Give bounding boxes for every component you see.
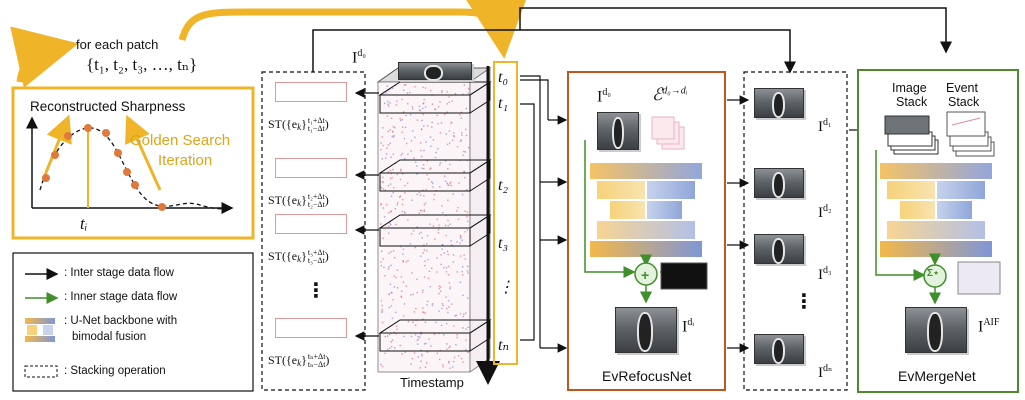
iteration-label: Iteration [158,152,213,169]
event-stack-panel [261,71,366,391]
stack-label-2: Id₂ [818,203,832,221]
refocus-unet [590,163,702,257]
top-connector-2 [519,7,952,54]
event-slab-3 [275,214,347,234]
merge-inner-flow [875,150,941,305]
stack-image-n [754,334,804,365]
sharpness-points [42,124,166,211]
legend-inter-label: : Inter stage data flow [64,267,174,279]
slice-arrows [354,88,379,341]
evmergenet-title: EvMergeNet [898,368,976,384]
merge-output-label: IAIF [978,317,1000,336]
timestamp-label-5: tₙ [498,337,509,354]
refocus-input-image [597,112,639,150]
timestamp-label-4: ⋮ [498,279,514,296]
image-stack-label-2: Stack [896,95,928,109]
legend-stacking-label: : Stacking operation [64,365,166,377]
sharpness-curve [39,127,231,210]
timestamps-box [493,61,518,365]
merge-op-symbol: Σ⋆ [927,268,940,279]
legend-inner-label: : Inner stage data flow [64,291,178,303]
golden-arrow-top [178,0,529,59]
merge-weight-map [957,261,1001,295]
legend-unet-label-2: bimodal fusion [72,331,147,343]
merge-event-stack [946,111,995,157]
stack-image-1 [754,88,804,119]
image-stack-panel [743,71,848,391]
merge-op-node [923,264,947,288]
refocus-event-label: ℰd₀→dᵢ [652,85,688,104]
event-stack-label-1: Event [946,81,978,95]
volume-slices [378,81,492,352]
t-i-label: tᵢ [80,214,88,233]
timestamp-label-0: t₀ [498,69,509,86]
timestamp-label: Timestamp [400,375,464,390]
golden-search-label: Golden Search [130,132,231,149]
refocus-output-image [615,307,677,353]
sharpness-panel-border [11,86,255,240]
stack-image-2 [754,168,804,199]
volume-image-label: Id₀ [352,48,366,67]
refocus-plus: + [641,267,650,283]
sharpness-title: Reconstructed Sharpness [30,99,186,114]
golden-arrow-left [10,26,79,88]
event-slab-n [275,318,347,338]
refocus-out-arrows [727,95,750,353]
legend-unet-icon [25,318,55,342]
stack-dots: ⋮ [794,291,814,313]
event-stack-label-2: Stack [948,95,980,109]
for-each-patch-label: for each patch [76,37,159,52]
stack-label-3: Id₃ [818,265,832,283]
timestamp-label-3: t₃ [498,235,509,252]
stack-image-3 [754,234,804,265]
search-arrow-right [125,114,162,191]
evrefocusnet-title: EvRefocusNet [602,368,692,384]
volume-top-image [398,62,472,82]
refocus-input-image-label: Id₀ [597,87,611,106]
refocus-residual-map [660,262,708,290]
stack-label-n: Idₙ [818,363,833,381]
legend-unet-label-1: : U-Net backbone with [64,315,178,327]
timestamp-label-2: t₂ [498,177,509,194]
merge-image-stack [884,115,939,155]
top-connector-1 [312,29,796,74]
merge-output-image [905,307,967,353]
timestamp-label-1: t₁ [498,95,509,112]
timestamp-set-label: {t₁, t₂, t₃, …, tₙ} [86,55,198,74]
search-arrow-left [43,114,72,176]
event-volume [376,67,492,373]
timestamp-brackets [520,75,568,353]
event-slab-2 [275,158,347,178]
image-stack-label-1: Image [892,81,927,95]
legend-dashed-icon [24,365,58,378]
refocus-output-label: Idᵢ [682,317,694,336]
stack-panel-dots: ⋮ [306,280,326,302]
event-slab-1 [275,82,347,102]
refocus-add-node [634,262,658,286]
refocus-event-cubes [651,116,685,150]
stack-label-1: Id₁ [818,117,832,135]
merge-unet [880,163,992,257]
